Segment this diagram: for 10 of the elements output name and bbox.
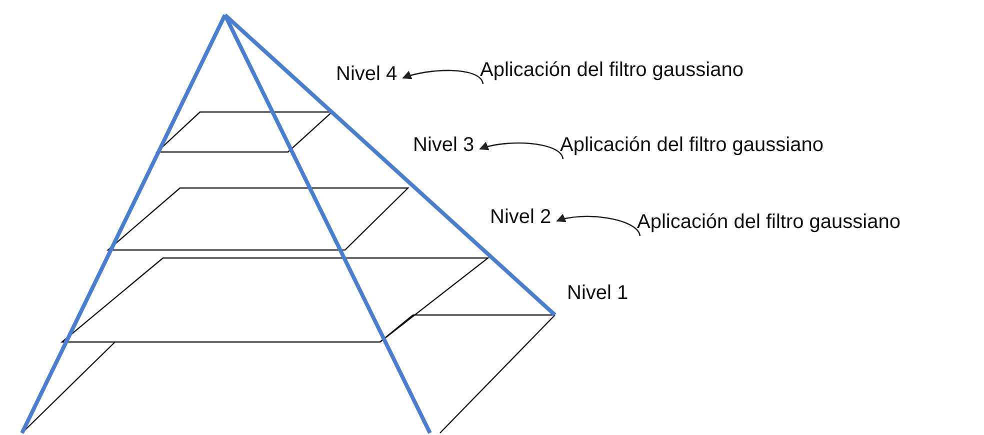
level-label: Nivel 1	[567, 281, 628, 305]
level-label: Nivel 2	[490, 205, 552, 229]
level-label: Nivel 4	[336, 62, 398, 86]
curved-arrow	[479, 142, 564, 160]
annotation-text: Aplicación del filtro gaussiano	[480, 58, 744, 82]
level-label: Nivel 3	[413, 133, 474, 157]
annotation-text: Aplicación del filtro gaussiano	[560, 133, 824, 157]
annotation-text: Aplicación del filtro gaussiano	[637, 210, 900, 234]
curved-arrow	[402, 70, 484, 84]
curved-arrow	[556, 214, 641, 236]
